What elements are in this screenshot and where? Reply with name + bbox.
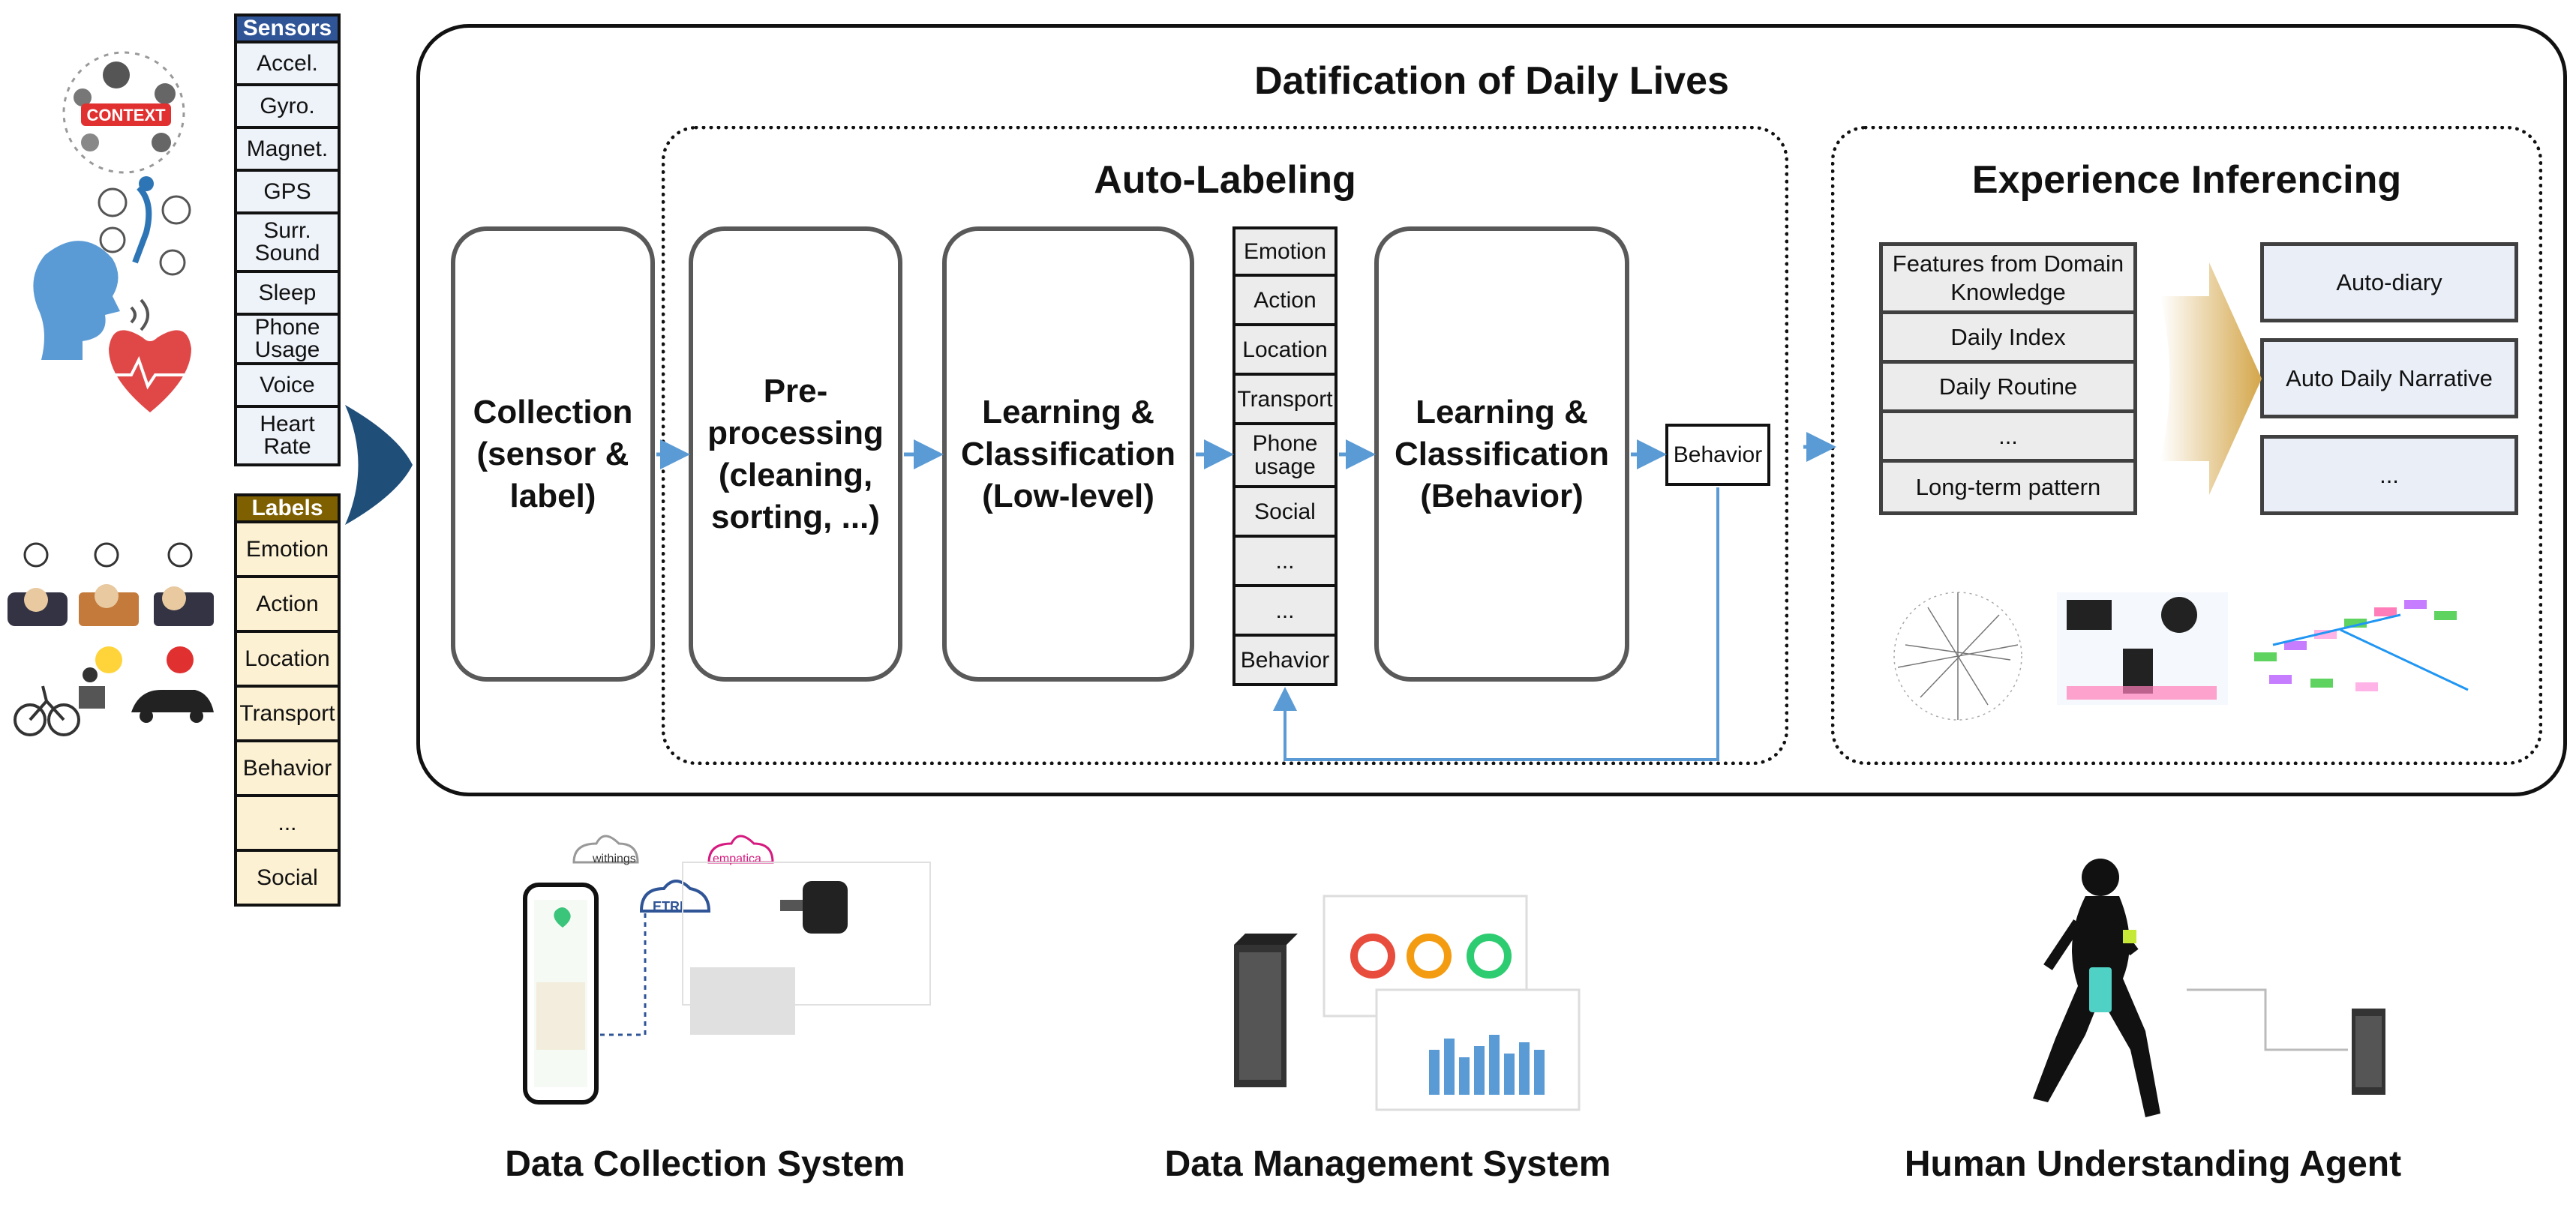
sensor-item: Voice <box>234 365 341 408</box>
human-agent-illustration <box>2033 859 2385 1117</box>
label-item: Location <box>234 633 341 688</box>
sensor-item: GPS <box>234 172 341 214</box>
feature-item: Daily Index <box>1879 314 2137 364</box>
collection-stage: Collection (sensor & label) <box>451 226 655 682</box>
context-badge-text: CONTEXT <box>86 106 166 124</box>
data-collection-system-label: Data Collection System <box>505 1144 905 1184</box>
stack-item: ... <box>1232 587 1338 637</box>
data-collection-illustration: withings empatica ETRI <box>523 835 931 1105</box>
output-box: Auto-diary <box>2260 242 2518 322</box>
heart-icon <box>109 330 191 412</box>
input-flow-arrow <box>345 405 413 525</box>
feature-item: Features from Domain Knowledge <box>1879 242 2137 314</box>
withings-text: withings <box>592 853 636 865</box>
output-box: Auto Daily Narrative <box>2260 338 2518 418</box>
voice-head-icon <box>33 241 149 360</box>
activity-people-icons <box>8 542 214 736</box>
sensor-item: Surr. Sound <box>234 214 341 273</box>
stack-item: Behavior <box>1232 637 1338 686</box>
sensor-item: Gyro. <box>234 86 341 129</box>
label-item: Emotion <box>234 523 341 578</box>
feature-item: ... <box>1879 413 2137 463</box>
data-management-illustration <box>1234 895 1581 1111</box>
narrative-tree-icon <box>2254 600 2469 691</box>
behavior-output-box: Behavior <box>1665 424 1770 486</box>
behavior-stage: Learning & Classification (Behavior) <box>1374 226 1629 682</box>
preprocessing-stage: Pre-processing (cleaning, sorting, ...) <box>689 226 902 682</box>
data-management-system-label: Data Management System <box>1164 1144 1611 1184</box>
sensor-item: Phone Usage <box>234 316 341 365</box>
stack-item: Transport <box>1232 376 1338 425</box>
datification-title: Datification of Daily Lives <box>1254 59 1729 103</box>
daily-life-icon <box>2057 592 2228 705</box>
wearables-icon <box>98 176 191 276</box>
human-agent-label: Human Understanding Agent <box>1904 1144 2402 1184</box>
sensor-item: Heart Rate <box>234 408 341 466</box>
stack-item: Action <box>1232 277 1338 326</box>
experience-title: Experience Inferencing <box>1971 158 2402 202</box>
label-item: Transport <box>234 688 341 742</box>
output-box: ... <box>2260 435 2518 515</box>
sensor-item: Sleep <box>234 273 341 316</box>
feature-item: Long-term pattern <box>1879 463 2137 515</box>
sensor-item: Accel. <box>234 43 341 86</box>
labels-header: Labels <box>234 493 341 523</box>
low-level-stage: Learning & Classification (Low-level) <box>942 226 1194 682</box>
network-graph-icon <box>1893 592 2022 721</box>
context-cloud-icon: CONTEXT <box>62 51 185 174</box>
label-item: ... <box>234 797 341 852</box>
auto-labeling-title: Auto-Labeling <box>1094 158 1356 202</box>
gold-arrow <box>2160 262 2262 495</box>
sensors-header: Sensors <box>234 13 341 43</box>
stack-item: Emotion <box>1232 226 1338 277</box>
stack-item: ... <box>1232 538 1338 587</box>
etri-text: ETRI <box>653 899 683 914</box>
stack-item: Social <box>1232 488 1338 538</box>
stack-item: Phone usage <box>1232 425 1338 488</box>
stack-item: Location <box>1232 326 1338 376</box>
label-item: Action <box>234 578 341 633</box>
feedback-loop <box>1273 487 1719 761</box>
sensor-item: Magnet. <box>234 129 341 172</box>
empatica-text: empatica <box>713 853 761 865</box>
label-item: Social <box>234 852 341 907</box>
label-item: Behavior <box>234 742 341 797</box>
feature-item: Daily Routine <box>1879 364 2137 413</box>
